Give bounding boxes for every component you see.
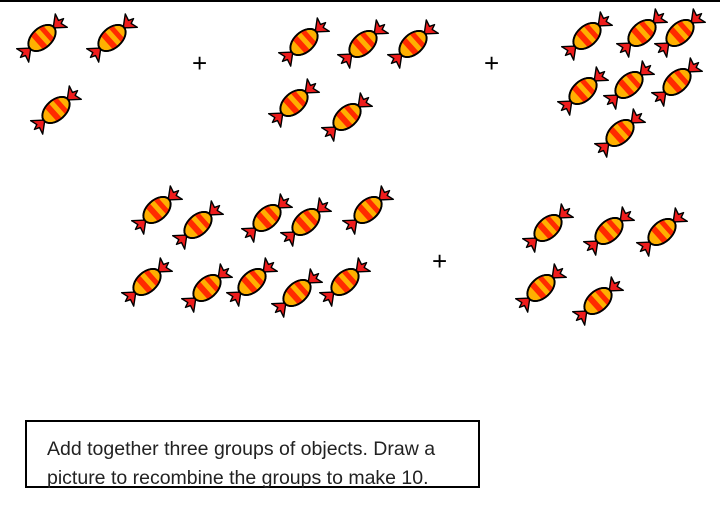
candy-icon (590, 105, 650, 161)
candy-icon (12, 10, 72, 66)
candy-icon (383, 16, 443, 72)
plus-sign: + (432, 246, 448, 276)
plus-sign: + (484, 48, 500, 78)
candy-group-top-3 (553, 5, 710, 161)
candy-icon (557, 8, 617, 64)
candy-icon (553, 63, 613, 119)
candy-icon (168, 197, 228, 253)
candy-group-top-2 (264, 14, 443, 145)
candy-icon (274, 14, 334, 70)
instruction-box: Add together three groups of objects. Dr… (25, 420, 480, 489)
candy-icon (117, 254, 177, 310)
candy-icon (127, 182, 187, 238)
candy-icon (26, 82, 86, 138)
candy-icon (518, 200, 578, 256)
candy-icon (647, 54, 707, 110)
candy-icon (333, 16, 393, 72)
candy-icon (267, 265, 327, 321)
candy-icon (264, 75, 324, 131)
candy-icon (338, 182, 398, 238)
candy-icon (599, 57, 659, 113)
candy-group-top-1 (12, 10, 142, 138)
candy-icon (222, 254, 282, 310)
candy-icon (632, 204, 692, 260)
candy-group-bottom-1 (117, 182, 398, 321)
top-border-line (0, 0, 720, 2)
candy-icon (579, 203, 639, 259)
candy-group-bottom-2 (511, 200, 692, 329)
candy-icon (511, 260, 571, 316)
candy-icon (317, 89, 377, 145)
candy-icon (568, 273, 628, 329)
instruction-text: Add together three groups of objects. Dr… (47, 438, 436, 489)
candy-icon (177, 260, 237, 316)
candy-icon (315, 254, 375, 310)
candy-icon (82, 10, 142, 66)
plus-sign: + (192, 48, 208, 78)
